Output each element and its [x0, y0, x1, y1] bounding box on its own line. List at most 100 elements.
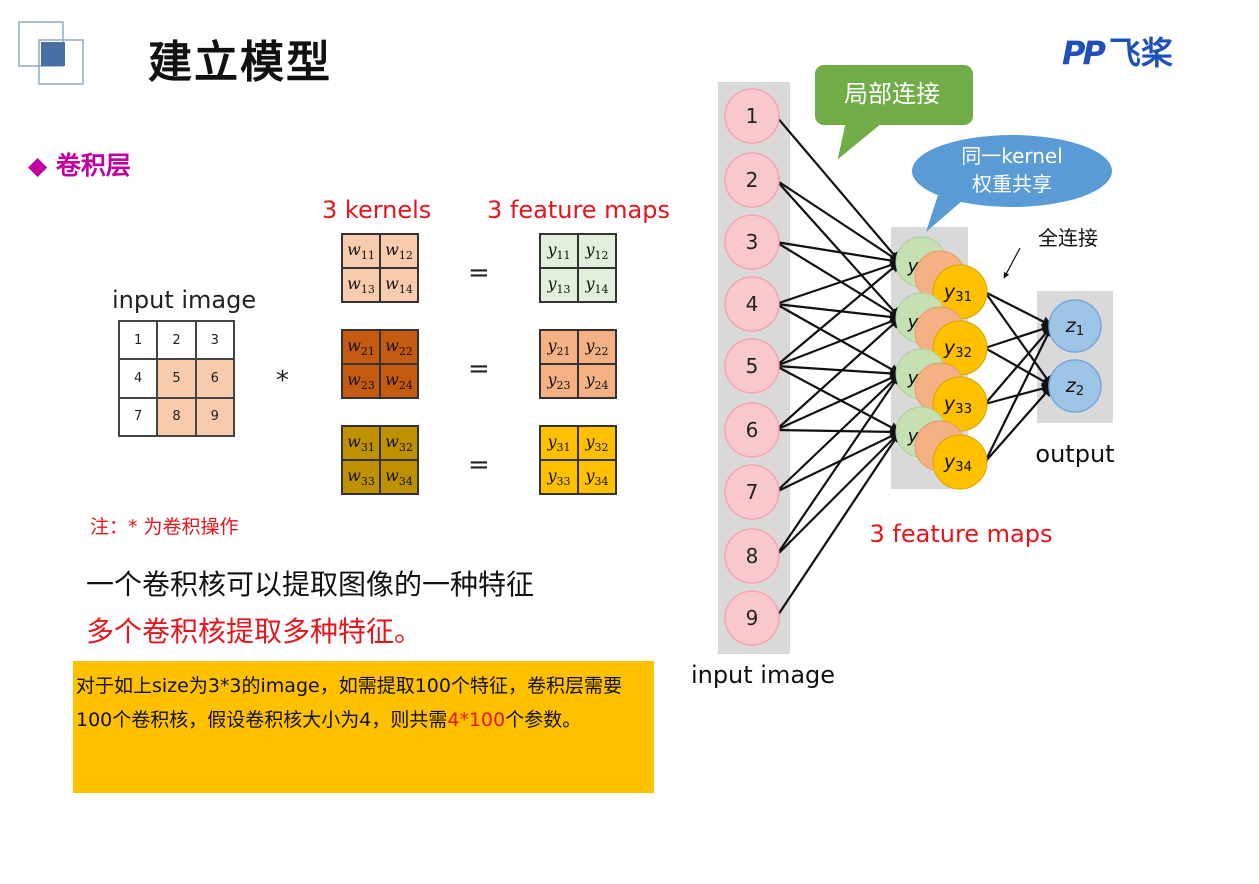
input-node-label: 2: [746, 168, 759, 192]
box-text-1: 对于如上size为3*3的image，如需提取100个特征，卷积层需要100个卷…: [76, 675, 622, 731]
label-input-image-left: input image: [112, 286, 257, 314]
kernel-cell: w11: [342, 234, 380, 268]
input-cell: 9: [195, 397, 234, 436]
equals-sign-3: =: [468, 450, 490, 480]
edge-local: [775, 179, 901, 319]
edge-local: [775, 426, 902, 438]
input-node: [724, 402, 780, 458]
statement-multi-kernel: 多个卷积核提取多种特征。: [86, 615, 423, 648]
edge-local: [775, 241, 901, 319]
section-heading: ◆ 卷积层: [28, 151, 131, 180]
kernel-cell: w23: [342, 364, 380, 398]
output-node: [1048, 299, 1102, 353]
page-title: 建立模型: [148, 37, 332, 88]
hidden-node-yellow-label: y34: [943, 451, 972, 475]
equals-sign-1: =: [468, 258, 490, 288]
edge-full: [984, 325, 1053, 463]
label-3-kernels: 3 kernels: [322, 196, 432, 224]
statement-one-kernel: 一个卷积核可以提取图像的一种特征: [86, 568, 535, 601]
input-cell: 4: [119, 359, 158, 398]
feature-map-cell: y21: [540, 330, 578, 364]
edge-local: [775, 179, 901, 263]
edge-full: [984, 325, 1053, 405]
edge-local: [775, 365, 901, 433]
label-full-connection: 全连接: [1038, 226, 1098, 250]
output-node: [1048, 359, 1102, 413]
input-node-label: 7: [746, 480, 759, 504]
input-node-label: 6: [746, 418, 759, 442]
edge-full: [984, 347, 1053, 387]
edge-full: [984, 291, 1053, 327]
label-3-feature-maps: 3 feature maps: [487, 196, 670, 224]
input-node: [724, 464, 780, 520]
convolution-operator: *: [276, 366, 289, 396]
input-node: [724, 276, 780, 332]
edge-local: [775, 431, 901, 619]
callout-shared-tail: [926, 195, 962, 232]
edge-full: [984, 323, 1054, 350]
edge-local: [775, 259, 902, 306]
kernel-cell: w31: [342, 426, 380, 460]
input-cell: 8: [157, 397, 196, 436]
logo-mark: PP: [1062, 34, 1106, 72]
input-node-label: 3: [746, 230, 759, 254]
hidden-node-yellow-label: y31: [943, 281, 972, 305]
edge-local: [775, 317, 901, 431]
logo-text: 飞桨: [1108, 34, 1173, 72]
feature-map-cell: y31: [540, 426, 578, 460]
kernel-cell: w14: [380, 268, 418, 302]
edge-local: [775, 240, 902, 266]
input-node: [724, 152, 780, 208]
edge-local: [775, 316, 902, 368]
hidden-node-yellow-label: y32: [943, 337, 972, 361]
feature-map-cell: y24: [578, 364, 616, 398]
box-text-highlight: 4*100: [447, 709, 506, 731]
feature-map-cell: y11: [540, 234, 578, 268]
callout-shared-text-1: 同一kernel: [961, 144, 1063, 168]
feature-map-cell: y33: [540, 460, 578, 494]
feature-map-cell: y13: [540, 268, 578, 302]
label-output: output: [1035, 440, 1114, 468]
input-node-label: 4: [746, 292, 759, 316]
edge-local: [775, 364, 902, 379]
parameter-note-box: 对于如上size为3*3的image，如需提取100个特征，卷积层需要100个卷…: [73, 661, 654, 793]
edge-local: [775, 115, 901, 263]
kernel-cell: w13: [342, 268, 380, 302]
output-node-label: z2: [1065, 375, 1084, 399]
callout-local-text: 局部连接: [844, 80, 940, 108]
feature-map-cell: y34: [578, 460, 616, 494]
input-node-label: 1: [746, 104, 759, 128]
input-node: [724, 590, 780, 646]
input-node: [724, 528, 780, 584]
input-cell: 6: [195, 359, 234, 398]
feature-map-cell: y22: [578, 330, 616, 364]
input-node: [724, 214, 780, 270]
hidden-node-yellow-label: y33: [943, 393, 972, 417]
callout-shared-text-2: 权重共享: [972, 172, 1052, 196]
label-input-image-right: input image: [691, 661, 835, 689]
kernel-cell: w12: [380, 234, 418, 268]
kernel-cell: w22: [380, 330, 418, 364]
edge-local: [775, 372, 902, 432]
output-node-label: z1: [1065, 315, 1084, 339]
edge-local: [775, 373, 901, 557]
feature-map-cell: y14: [578, 268, 616, 302]
kernel-cell: w33: [342, 460, 380, 494]
input-cell: 7: [119, 397, 158, 436]
feature-map-cell: y12: [578, 234, 616, 268]
callout-local-connection: [813, 63, 975, 165]
feature-map-cell: y32: [578, 426, 616, 460]
input-cell: 3: [195, 321, 234, 360]
kernel-cell: w24: [380, 364, 418, 398]
input-node-label: 9: [746, 606, 759, 630]
input-cell: 1: [119, 321, 158, 360]
edge-local: [775, 302, 902, 323]
edge-local: [775, 261, 901, 367]
